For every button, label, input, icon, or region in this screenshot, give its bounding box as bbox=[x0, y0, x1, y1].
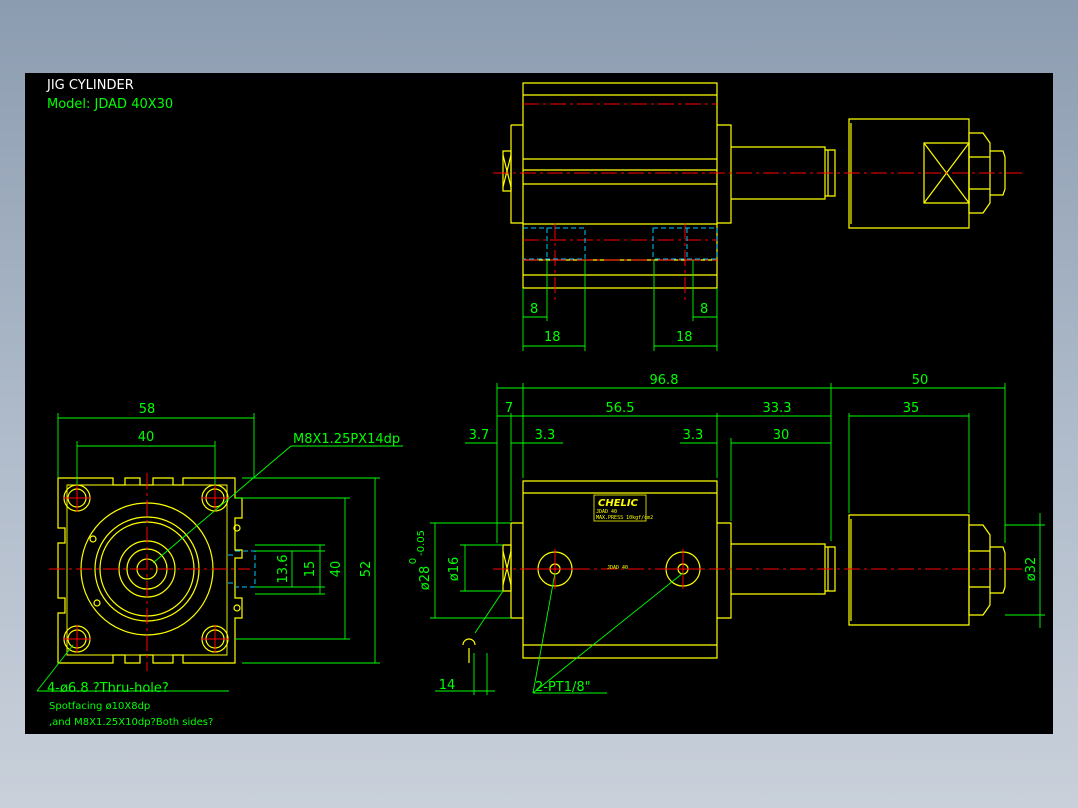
drawing-title: JIG CYLINDER bbox=[46, 78, 134, 93]
dim-52: 52 bbox=[359, 561, 374, 578]
drawing-canvas: JIG CYLINDER Model: JDAD 40X30 bbox=[36, 78, 1045, 728]
dim-3-3-right: 3.3 bbox=[683, 428, 704, 443]
dim-30: 30 bbox=[773, 428, 790, 443]
dim-3-3-left: 3.3 bbox=[535, 428, 556, 443]
label-line-a: JDAD 40 bbox=[596, 509, 617, 515]
dim-pitch-left: 18 bbox=[544, 330, 561, 345]
dim-56-5: 56.5 bbox=[606, 401, 635, 416]
dim-port-left: 8 bbox=[530, 302, 538, 317]
dim-35: 35 bbox=[903, 401, 920, 416]
hole-note-2: Spotfacing ø10X8dp bbox=[49, 701, 150, 712]
top-view: 8 8 18 18 bbox=[493, 82, 1025, 351]
port-note: 2-PT1/8" bbox=[535, 680, 591, 695]
dim-total-length: 96.8 bbox=[650, 373, 679, 388]
dim-33-3: 33.3 bbox=[763, 401, 792, 416]
dim-rod-length: 50 bbox=[912, 373, 929, 388]
dim-dia-32: ø32 bbox=[1024, 557, 1039, 582]
drawing-model: Model: JDAD 40X30 bbox=[47, 97, 173, 112]
hole-note-3: ,and M8X1.25X10dp?Both sides? bbox=[49, 717, 213, 728]
dim-14: 14 bbox=[439, 678, 456, 693]
hole-note-1: 4-ø6.8 ?Thru-hole? bbox=[47, 681, 169, 696]
dim-dia-16: ø16 bbox=[447, 557, 462, 582]
dim-dia-28-tol-upper: 0 bbox=[408, 558, 419, 564]
dim-pitch-40: 40 bbox=[138, 430, 155, 445]
dim-13-6: 13.6 bbox=[276, 555, 291, 584]
cad-viewport[interactable]: JIG CYLINDER Model: JDAD 40X30 bbox=[25, 73, 1053, 734]
end-view: 58 40 M8X1.25PX14dp 13.6 15 40 52 4-ø6.8… bbox=[36, 402, 403, 728]
dim-7: 7 bbox=[505, 401, 513, 416]
dim-dia-28: ø28 bbox=[418, 566, 433, 591]
front-view: CHELIC JDAD 40 MAX.PRESS 10kgf/cm2 JDAD … bbox=[408, 373, 1045, 695]
dim-3-7: 3.7 bbox=[469, 428, 490, 443]
dim-15: 15 bbox=[303, 561, 318, 578]
label-line-b: MAX.PRESS 10kgf/cm2 bbox=[596, 515, 653, 521]
dim-port-right: 8 bbox=[700, 302, 708, 317]
brand-label: CHELIC bbox=[598, 498, 639, 509]
dim-pitch-right: 18 bbox=[676, 330, 693, 345]
body-marking: JDAD 40 bbox=[607, 565, 628, 571]
thread-note: M8X1.25PX14dp bbox=[293, 432, 400, 447]
dim-width-58: 58 bbox=[139, 402, 156, 417]
dim-dia-28-tol-lower: -0.05 bbox=[416, 530, 427, 556]
dim-40-vertical: 40 bbox=[329, 561, 344, 578]
